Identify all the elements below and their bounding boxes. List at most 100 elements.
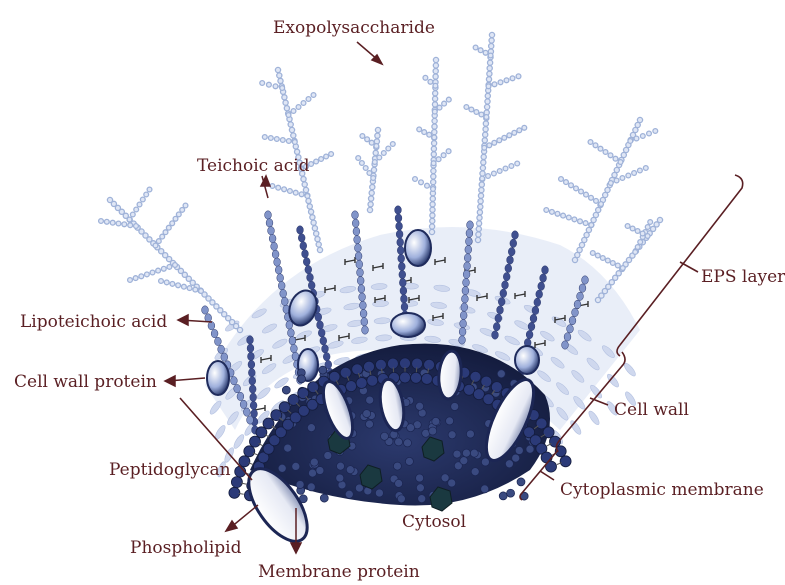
cytosol-granule bbox=[337, 462, 345, 470]
sugar-bead bbox=[306, 97, 311, 102]
sugar-bead bbox=[311, 220, 316, 225]
peptidoglycan-unit bbox=[606, 373, 621, 389]
phospholipid-head bbox=[340, 367, 351, 378]
sugar-bead bbox=[634, 136, 639, 141]
sugar-bead bbox=[600, 256, 605, 261]
sugar-bead bbox=[291, 133, 296, 138]
sugar-bead bbox=[598, 146, 603, 151]
teichoic-unit bbox=[280, 289, 287, 297]
sugar-bead bbox=[301, 177, 306, 182]
teichoic-unit bbox=[240, 400, 247, 408]
sugar-bead bbox=[137, 202, 142, 207]
phospholipid-head bbox=[536, 418, 547, 429]
cytosol-granule bbox=[448, 479, 456, 487]
teichoic-unit bbox=[507, 256, 514, 264]
sugar-bead bbox=[479, 112, 484, 117]
teichoic-unit bbox=[307, 273, 314, 281]
sugar-bead bbox=[370, 185, 375, 190]
sugar-bead bbox=[356, 156, 361, 161]
teichoic-unit bbox=[398, 262, 405, 270]
sugar-bead bbox=[260, 81, 265, 86]
sugar-bead bbox=[431, 161, 436, 166]
sugar-bead bbox=[139, 274, 144, 279]
teichoic-unit bbox=[359, 293, 366, 301]
cytosol-granule bbox=[418, 495, 426, 503]
cytosol-granule bbox=[397, 495, 405, 503]
teichoic-unit bbox=[497, 306, 504, 314]
teichoic-unit bbox=[271, 242, 278, 250]
teichoic-unit bbox=[247, 416, 254, 424]
phospholipid-head bbox=[250, 436, 261, 447]
sugar-bead bbox=[640, 134, 645, 139]
cytosol-granule bbox=[395, 438, 403, 446]
sugar-bead bbox=[485, 99, 490, 104]
cytosol-granule bbox=[393, 462, 401, 470]
sugar-bead bbox=[637, 117, 642, 122]
sugar-bead bbox=[487, 66, 492, 71]
teichoic-unit bbox=[464, 262, 471, 270]
teichoic-unit bbox=[231, 377, 238, 385]
sugar-bead bbox=[127, 217, 132, 222]
sugar-bead bbox=[422, 130, 427, 135]
label-lipoteichoic-acid: Lipoteichoic acid bbox=[20, 312, 167, 332]
sugar-bead bbox=[481, 160, 486, 165]
sugar-bead bbox=[363, 166, 368, 171]
teichoic-unit bbox=[243, 408, 250, 416]
sugar-bead bbox=[156, 239, 161, 244]
teichoic-unit bbox=[459, 336, 466, 344]
teichoic-unit bbox=[323, 353, 330, 361]
sugar-bead bbox=[433, 83, 438, 88]
sugar-bead bbox=[555, 211, 560, 216]
sugar-bead bbox=[381, 151, 386, 156]
sugar-bead bbox=[360, 134, 365, 139]
sugar-bead bbox=[288, 122, 293, 127]
teichoic-unit bbox=[274, 258, 281, 266]
cytosol-granule bbox=[284, 444, 292, 452]
sugar-bead bbox=[481, 154, 486, 159]
sugar-bead bbox=[483, 127, 488, 132]
teichoic-unit bbox=[397, 238, 404, 246]
sugar-bead bbox=[487, 71, 492, 76]
teichoic-unit bbox=[300, 242, 307, 250]
sugar-bead bbox=[373, 150, 378, 155]
teichoic-unit bbox=[399, 270, 406, 278]
label-teichoic-acid: Teichoic acid bbox=[197, 156, 310, 176]
cytosol-granule bbox=[363, 410, 371, 418]
teichoic-unit bbox=[396, 222, 403, 230]
sugar-bead bbox=[605, 258, 610, 263]
cytosol-granule bbox=[453, 450, 461, 458]
sugar-bead bbox=[488, 53, 493, 58]
teichoic-unit bbox=[275, 266, 282, 274]
sugar-bead bbox=[633, 250, 638, 255]
sugar-bead bbox=[632, 171, 637, 176]
sugar-bead bbox=[480, 165, 485, 170]
sugar-bead bbox=[486, 174, 491, 179]
sugar-bead bbox=[478, 193, 483, 198]
phospholipid-head bbox=[421, 373, 432, 384]
teichoic-unit bbox=[492, 331, 499, 339]
teichoic-unit bbox=[249, 385, 256, 393]
sugar-bead bbox=[588, 140, 593, 145]
sugar-bead bbox=[502, 135, 507, 140]
sugar-bead bbox=[99, 219, 104, 224]
sugar-bead bbox=[492, 171, 497, 176]
sugar-bead bbox=[431, 152, 436, 157]
sugar-bead bbox=[280, 86, 285, 91]
teichoic-unit bbox=[305, 265, 312, 273]
sugar-bead bbox=[489, 32, 494, 37]
sugar-bead bbox=[635, 245, 640, 250]
cytosol-granule bbox=[462, 449, 470, 457]
phospholipid-head bbox=[364, 361, 375, 372]
sugar-bead bbox=[464, 105, 469, 110]
cytosol-granule bbox=[292, 462, 300, 470]
teichoic-unit bbox=[400, 287, 407, 295]
sugar-bead bbox=[578, 219, 583, 224]
cytosol-granule bbox=[366, 420, 374, 428]
teichoic-unit bbox=[459, 328, 466, 336]
sugar-bead bbox=[626, 173, 631, 178]
teichoic-unit bbox=[357, 277, 364, 285]
cytosol-granule bbox=[320, 494, 328, 502]
phospholipid-head bbox=[411, 372, 422, 383]
phospholipid-head bbox=[352, 364, 363, 375]
sugar-bead bbox=[275, 67, 280, 72]
